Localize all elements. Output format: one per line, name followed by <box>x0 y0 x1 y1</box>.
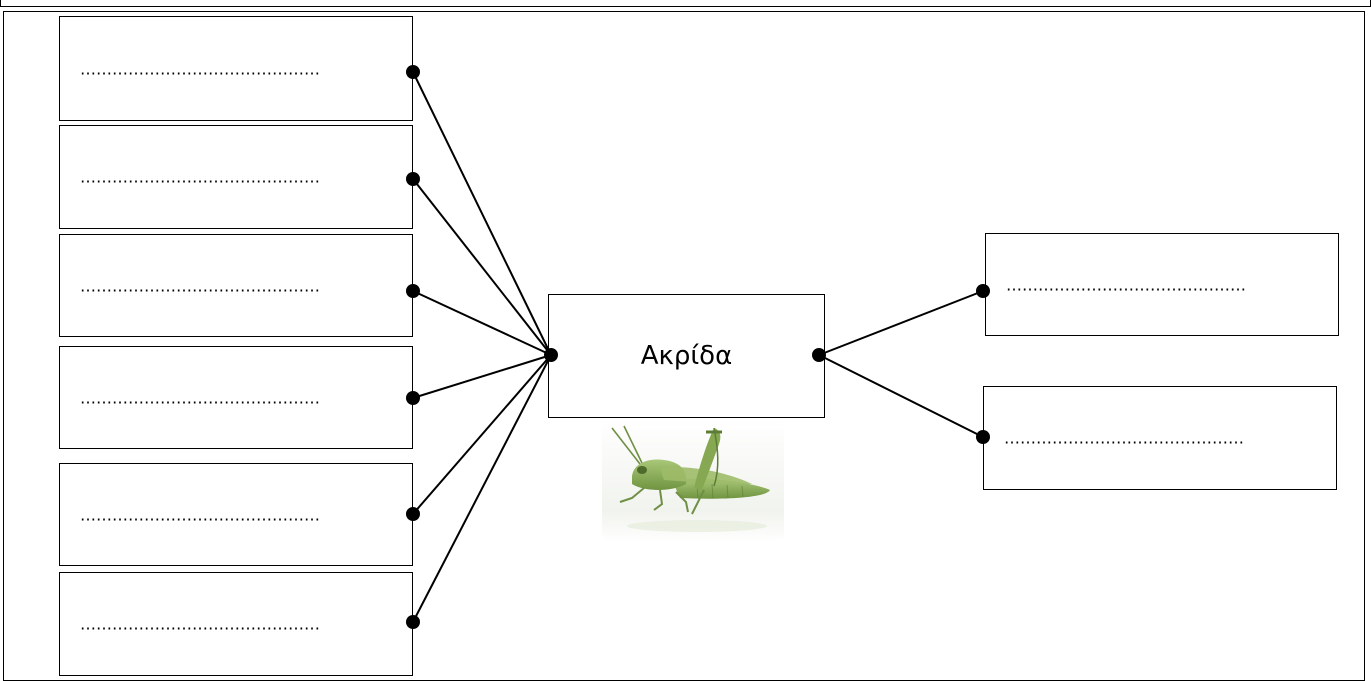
dot-center-right <box>812 348 826 362</box>
fill-in-dots: ……………………………………… <box>80 167 320 187</box>
dot-left-3 <box>406 284 420 298</box>
connector-left-4 <box>412 354 552 399</box>
grasshopper-image <box>602 418 784 542</box>
dot-left-1 <box>406 65 420 79</box>
left-box-6[interactable]: ……………………………………… <box>59 572 413 676</box>
dot-right-2 <box>976 430 990 444</box>
right-box-2[interactable]: ……………………………………… <box>983 386 1337 490</box>
right-box-1[interactable]: ……………………………………… <box>985 233 1339 336</box>
left-box-3[interactable]: ……………………………………… <box>59 234 413 337</box>
left-box-4[interactable]: ……………………………………… <box>59 346 413 449</box>
left-box-2[interactable]: ……………………………………… <box>59 125 413 229</box>
fill-in-dots: ……………………………………… <box>80 388 320 407</box>
dot-center-left <box>544 348 558 362</box>
dot-left-6 <box>406 615 420 629</box>
connector-right-1 <box>818 290 984 356</box>
fill-in-dots: ……………………………………… <box>1006 275 1246 294</box>
fill-in-dots: ……………………………………… <box>80 59 320 78</box>
dot-left-5 <box>406 507 420 521</box>
dot-left-2 <box>406 172 420 186</box>
fill-in-dots: ……………………………………… <box>80 614 320 634</box>
dot-left-4 <box>406 391 420 405</box>
dot-right-1 <box>976 284 990 298</box>
connector-left-6 <box>412 354 552 623</box>
connector-left-1 <box>412 71 552 356</box>
center-label: Ακρίδα <box>640 341 733 371</box>
connector-right-2 <box>818 354 984 438</box>
fill-in-dots: ……………………………………… <box>1004 428 1244 448</box>
fill-in-dots: ……………………………………… <box>80 276 320 295</box>
connector-left-5 <box>412 354 552 515</box>
fill-in-dots: ……………………………………… <box>80 505 320 524</box>
connector-left-3 <box>412 290 552 356</box>
connector-left-2 <box>412 178 552 356</box>
